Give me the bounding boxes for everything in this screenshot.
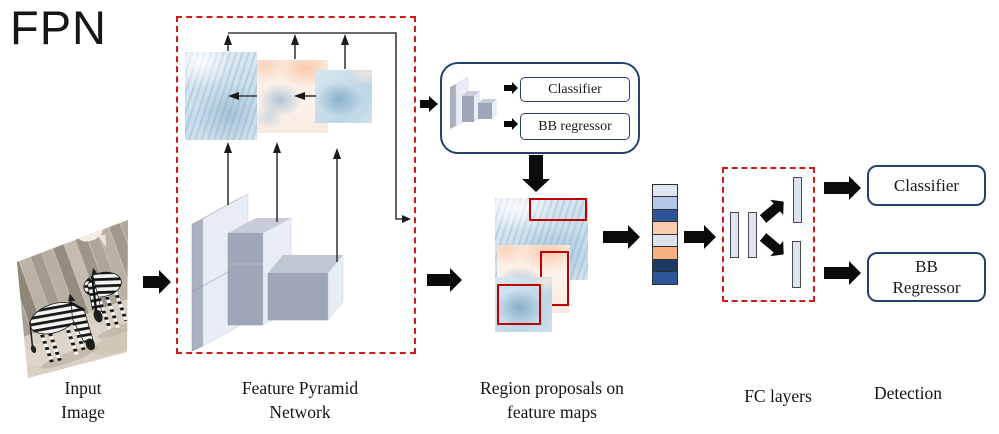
region-proposal-rect-3 (497, 284, 541, 325)
arrow-fc-to-regressor (824, 261, 861, 285)
rpn-head-box: Classifier BB regressor (440, 62, 640, 154)
fc-layer-bar-2 (748, 212, 757, 258)
proposal-feature-map-3 (495, 277, 552, 332)
arrow-fpn-to-rpn (420, 96, 438, 112)
detection-classifier-label: Classifier (893, 175, 960, 195)
detection-bb-line2: Regressor (892, 278, 961, 297)
detection-classifier-box: Classifier (867, 165, 986, 206)
arrow-fpn-to-proposals (427, 268, 462, 292)
caption-fc-layers: FC layers (744, 386, 812, 406)
rpn-classifier-box: Classifier (520, 77, 630, 102)
zebra-front (29, 293, 95, 364)
arrow-fc-to-classifier (824, 176, 861, 200)
detection-bb-regressor-box: BB Regressor (867, 252, 986, 302)
fc-layers-box (722, 167, 815, 302)
caption-feature-pyramid-network: Feature Pyramid Network (241, 378, 359, 422)
feature-vector (652, 183, 678, 285)
diagram-title: FPN (10, 1, 107, 54)
detection-bb-line1: BB (915, 257, 938, 276)
region-proposal-rect-1 (529, 198, 587, 221)
caption-input-image: Input Image (61, 378, 105, 422)
fc-layer-bar-1 (730, 212, 739, 258)
arrow-rpn-down (522, 155, 550, 192)
feature-pyramid-network-box (176, 16, 416, 354)
zebra-back (83, 267, 128, 330)
fence-background (17, 220, 128, 348)
arrow-input-to-fpn (143, 270, 171, 294)
rpn-bb-regressor-box: BB regressor (520, 113, 630, 140)
background-animal (77, 224, 106, 248)
caption-region-proposals: Region proposals on feature maps (480, 378, 624, 422)
caption-detection: Detection (873, 383, 943, 403)
pyramid-feature-map-small (315, 70, 372, 123)
arrow-proposals-to-vector (603, 225, 640, 249)
arrow-vector-to-fc (684, 225, 716, 249)
pyramid-feature-map-large (185, 52, 257, 140)
rpn-bb-regressor-label: BB regressor (538, 118, 612, 134)
rpn-classifier-label: Classifier (548, 81, 602, 97)
fc-layer-bar-4 (792, 241, 801, 288)
feature-vector-cell (652, 271, 678, 285)
fc-layer-bar-3 (793, 177, 802, 223)
